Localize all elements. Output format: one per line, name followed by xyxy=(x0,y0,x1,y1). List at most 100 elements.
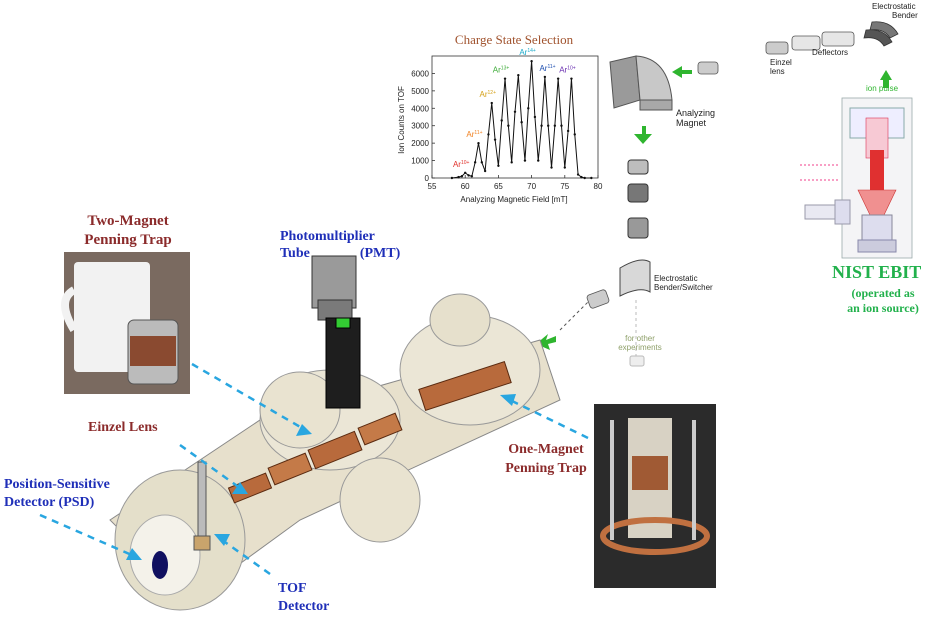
peak-label-charge-2: 12+ xyxy=(488,90,497,96)
y-tick-label-0: 0 xyxy=(425,174,430,183)
data-point-0-1 xyxy=(457,175,460,179)
trap-electrodes xyxy=(227,361,512,504)
label-nist-ebit: NIST EBIT xyxy=(832,262,922,282)
x-tick-label-5: 80 xyxy=(594,182,603,191)
label-operated: (operated as an ion source) xyxy=(834,286,932,316)
label-einzel-small-line2: lens xyxy=(770,67,785,76)
label-analyzing-line2: Magnet xyxy=(676,118,707,128)
y-tick-label-1: 1000 xyxy=(411,157,429,166)
data-point-0-33 xyxy=(563,166,566,169)
label-pmt-line3: (PMT) xyxy=(359,246,401,261)
x-tick-label-1: 60 xyxy=(461,182,470,191)
data-point-0-3 xyxy=(464,171,467,174)
peak-label-charge-3: 13+ xyxy=(501,66,510,72)
label-es-switcher: Electrostatic Bender/Switcher xyxy=(654,274,713,292)
data-point-0-7 xyxy=(477,141,480,145)
label-tof-line1: TOF xyxy=(278,581,307,596)
peak-label-charge-4: 14+ xyxy=(527,48,536,54)
label-es-switcher-line1: Electrostatic xyxy=(654,274,698,283)
chart-ylabel: Ion Counts on TOF xyxy=(397,86,406,154)
data-point-0-0 xyxy=(450,176,454,180)
label-one-magnet-line2: Penning Trap xyxy=(505,461,587,476)
data-point-0-31 xyxy=(556,77,560,80)
peak-label-4: Ar14+ xyxy=(519,48,536,57)
label-pmt-line2: Tube xyxy=(280,246,310,261)
peak-label-charge-0: 10+ xyxy=(461,160,470,166)
label-one-magnet-trap: One-Magnet Penning Trap xyxy=(494,440,598,478)
label-tof-line2: Detector xyxy=(278,599,330,614)
data-point-0-21 xyxy=(523,159,527,162)
data-point-0-22 xyxy=(527,107,530,110)
peak-label-5: Ar11+ xyxy=(539,64,555,73)
data-point-0-30 xyxy=(553,124,557,127)
chart-title: Charge State Selection xyxy=(455,32,574,47)
label-other-experiments: for other experiments xyxy=(616,334,664,352)
y-tick-label-3: 3000 xyxy=(411,122,429,131)
label-es-switcher-line2: Bender/Switcher xyxy=(654,283,713,292)
analyzing-magnet-drawing xyxy=(609,55,719,111)
data-point-0-5 xyxy=(470,175,474,178)
data-point-0-16 xyxy=(507,124,510,127)
peak-label-charge-6: 10+ xyxy=(567,66,576,72)
label-es-bender: Electrostatic Bender xyxy=(872,2,918,20)
data-point-0-12 xyxy=(493,138,497,141)
chart-frame xyxy=(431,55,599,179)
y-tick-label-2: 2000 xyxy=(411,139,429,148)
photo-two-magnet-trap xyxy=(61,252,190,394)
ion-optics-top xyxy=(765,21,899,55)
label-ion-pulse: ion pulse xyxy=(866,84,899,93)
label-einzel-small: Einzel lens xyxy=(770,58,792,76)
pointer-arrowheads xyxy=(126,394,516,560)
pointer-arrows xyxy=(39,362,589,576)
data-point-0-36 xyxy=(573,133,576,136)
nist-ebit-drawing xyxy=(800,97,913,259)
y-tick-label-6: 6000 xyxy=(411,69,429,78)
y-tick-label-5: 5000 xyxy=(411,87,429,96)
label-two-magnet-trap: Two-Magnet Penning Trap xyxy=(68,212,188,250)
data-point-0-39 xyxy=(583,176,586,180)
label-tof: TOF Detector xyxy=(278,580,358,616)
label-operated-line2: an ion source) xyxy=(847,301,919,315)
label-pmt-line1: Photomultiplier xyxy=(280,229,375,244)
pmt-drawing xyxy=(311,255,361,409)
label-operated-line1: (operated as xyxy=(851,286,915,300)
vertical-ion-optics xyxy=(559,159,651,367)
label-einzel-small-line1: Einzel xyxy=(770,58,792,67)
data-point-0-29 xyxy=(550,166,553,169)
peak-label-charge-1: 11+ xyxy=(474,130,482,136)
peak-label-1: Ar11+ xyxy=(466,130,482,139)
label-two-magnet-line1: Two-Magnet xyxy=(87,213,169,229)
data-point-0-37 xyxy=(576,173,580,176)
label-one-magnet-line1: One-Magnet xyxy=(508,442,584,457)
data-point-0-10 xyxy=(487,133,490,136)
label-psd-line1: Position-Sensitive xyxy=(4,477,110,492)
label-pmt-line2-row: Tube (PMT) xyxy=(280,245,440,262)
label-psd-line2: Detector (PSD) xyxy=(4,495,95,510)
y-tick-label-4: 4000 xyxy=(411,104,429,113)
data-point-0-38 xyxy=(580,175,583,179)
chart-xlabel: Analyzing Magnetic Field [mT] xyxy=(460,195,567,204)
peak-label-0: Ar10+ xyxy=(453,160,470,169)
label-pmt: Photomultiplier Tube (PMT) xyxy=(280,228,440,262)
x-tick-label-3: 70 xyxy=(527,182,536,191)
data-point-0-11 xyxy=(490,101,493,105)
label-psd: Position-Sensitive Detector (PSD) xyxy=(4,476,164,512)
data-point-0-2 xyxy=(460,175,464,178)
data-point-0-20 xyxy=(520,121,523,124)
label-es-bender-line1: Electrostatic xyxy=(872,2,916,11)
photo-one-magnet-trap xyxy=(594,404,716,588)
x-tick-label-2: 65 xyxy=(494,182,503,191)
data-point-0-32 xyxy=(560,124,563,127)
data-point-0-13 xyxy=(497,164,500,167)
data-point-0-40 xyxy=(590,176,593,180)
peak-label-3: Ar13+ xyxy=(493,66,510,75)
label-other-line2: experiments xyxy=(618,343,662,352)
peak-label-2: Ar12+ xyxy=(480,90,497,99)
label-einzel-lens: Einzel Lens xyxy=(88,420,158,435)
label-analyzing-magnet: Analyzing Magnet xyxy=(676,108,715,128)
data-point-0-26 xyxy=(540,124,543,127)
label-two-magnet-line2: Penning Trap xyxy=(84,232,172,248)
data-point-0-8 xyxy=(480,161,483,164)
